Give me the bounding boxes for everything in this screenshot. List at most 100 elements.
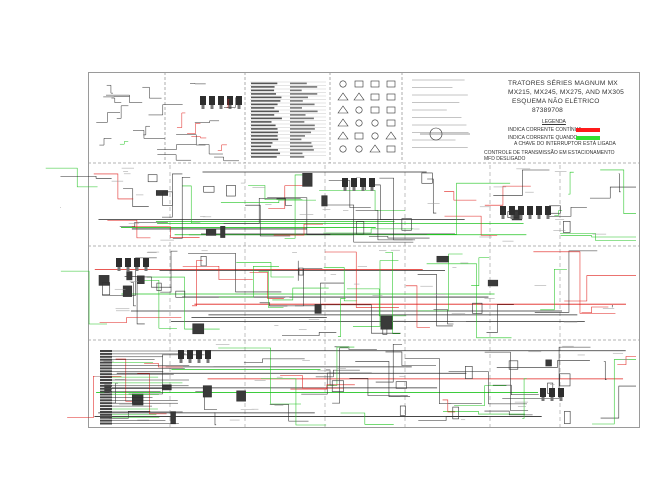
symbol [355, 145, 363, 153]
component [126, 271, 133, 281]
component [314, 304, 322, 314]
wire [217, 144, 227, 151]
title-line-1: TRATORES SÉRIES MAGNUM MX [508, 80, 618, 87]
part-number: 87389708 [532, 107, 563, 114]
symbol [354, 132, 364, 140]
wire [99, 138, 112, 146]
legend-red-swatch [576, 128, 600, 132]
wire [404, 358, 482, 405]
fuse-terminal [541, 397, 545, 401]
fuse [558, 388, 564, 397]
fuse [342, 178, 348, 187]
relay-terminal [210, 105, 214, 109]
connector-pin [100, 350, 112, 352]
connector-pin [100, 381, 112, 384]
symbol [386, 80, 396, 88]
wire [375, 343, 403, 383]
wire [294, 282, 345, 307]
fuse [369, 178, 375, 187]
fuse [143, 258, 149, 267]
table-cell [251, 82, 278, 85]
wire [448, 371, 527, 405]
wire [427, 182, 511, 235]
wire [131, 226, 200, 238]
component [356, 221, 365, 235]
connector-pin [100, 416, 112, 419]
component [137, 275, 145, 284]
wire [111, 97, 122, 103]
wire [355, 361, 411, 397]
wire [618, 173, 621, 193]
wire [258, 271, 284, 308]
fuse-terminal [361, 187, 365, 191]
component [559, 373, 571, 387]
wire [560, 235, 636, 238]
component [175, 290, 186, 298]
table-cell [290, 103, 315, 106]
wire [280, 375, 344, 389]
relay-terminal [201, 105, 205, 109]
connector-pin [100, 405, 112, 408]
relay [178, 350, 184, 359]
component [205, 228, 217, 236]
symbol [385, 131, 397, 140]
wire [328, 180, 371, 208]
component [162, 191, 173, 206]
wire [188, 253, 282, 293]
wire [236, 262, 294, 278]
table-cell [290, 89, 302, 92]
table-cell [251, 142, 273, 144]
relay [527, 206, 533, 215]
component [122, 285, 133, 297]
table-cell [251, 131, 279, 134]
wire [281, 332, 337, 336]
wire [564, 275, 636, 302]
connector-pin [100, 370, 112, 373]
wire [269, 268, 323, 307]
relay [200, 96, 206, 105]
wire [138, 279, 177, 329]
wire [603, 361, 607, 380]
wire [502, 346, 591, 399]
relay [509, 206, 515, 215]
component [421, 172, 433, 184]
wire [427, 178, 437, 214]
wire [444, 215, 498, 236]
component [563, 221, 571, 233]
symbol [355, 119, 363, 127]
wire [484, 410, 533, 416]
wire [355, 210, 416, 241]
table-cell [251, 124, 276, 127]
wire [370, 184, 392, 220]
table-cell [290, 117, 314, 120]
wire [214, 412, 217, 426]
wire [368, 236, 430, 239]
wire [132, 130, 165, 139]
wire [568, 171, 574, 195]
symbol [354, 80, 364, 88]
wire [301, 372, 372, 395]
connector-pin [100, 390, 112, 393]
wire [337, 298, 346, 337]
wire [194, 120, 220, 123]
connector-pin [100, 384, 112, 387]
wire [589, 186, 636, 199]
relay-terminal [528, 215, 532, 219]
wire [137, 373, 167, 415]
wire [522, 378, 527, 419]
component [202, 385, 212, 398]
wire [444, 191, 477, 201]
wire [218, 347, 301, 405]
wire [218, 266, 280, 298]
wire [260, 378, 327, 426]
wire [272, 287, 329, 301]
connector-pin [100, 361, 112, 364]
wire [533, 251, 616, 314]
wire [198, 144, 223, 155]
wire [119, 141, 129, 145]
relay-terminal [206, 359, 210, 363]
component [192, 323, 205, 335]
symbol [370, 93, 380, 101]
table-cell [290, 121, 305, 123]
table-cell [290, 100, 303, 102]
